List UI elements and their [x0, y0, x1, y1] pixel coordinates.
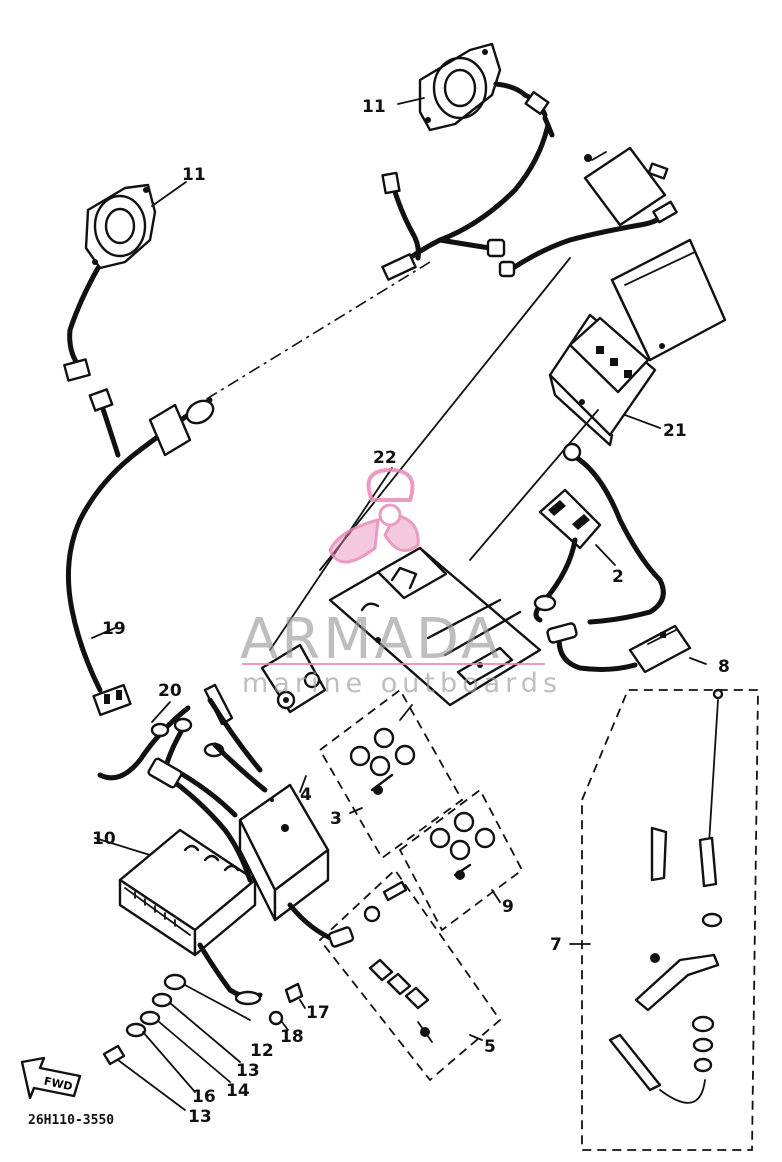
callout-11-top: 11 [362, 97, 386, 117]
harness-centerline [204, 261, 431, 401]
armada-watermark: ARMADA marine outboards [240, 467, 562, 699]
part-10-rectifier [94, 828, 257, 957]
callout-22: 22 [373, 448, 397, 468]
lower-wire-lead [197, 942, 263, 1006]
callout-14: 14 [226, 1081, 250, 1101]
part-8-switch [546, 622, 707, 674]
part-21-box [548, 313, 661, 447]
cable-clamp-plate [260, 643, 327, 714]
watermark-subtitle: marine outboards [242, 668, 562, 699]
callout-20: 20 [158, 681, 182, 701]
group-9-box [398, 788, 524, 932]
central-mount-plate [328, 546, 542, 707]
control-box-cover [610, 238, 727, 362]
callout-7: 7 [550, 935, 562, 955]
speaker-top [397, 42, 550, 132]
callout-12: 12 [250, 1041, 274, 1061]
fwd-arrow-icon: FWD [20, 1056, 82, 1100]
callout-labels: 11 11 21 22 2 19 8 20 4 3 10 9 7 5 17 18… [92, 97, 730, 1127]
speaker-left [63, 181, 187, 382]
upper-harness [381, 115, 673, 281]
bracket-top-right [583, 146, 678, 227]
propeller-logo-icon [328, 467, 420, 564]
fwd-label: FWD [43, 1075, 74, 1094]
callout-16: 16 [192, 1087, 216, 1107]
callout-18: 18 [280, 1027, 304, 1047]
callout-13-lower: 13 [188, 1107, 212, 1127]
group-7-box [569, 688, 759, 1151]
callout-8: 8 [718, 657, 730, 677]
callout-5: 5 [484, 1037, 496, 1057]
callout-19: 19 [102, 619, 126, 639]
callout-13-upper: 13 [236, 1061, 260, 1081]
part-2-switch [533, 442, 666, 625]
harness-19 [65, 388, 215, 717]
callout-4: 4 [300, 785, 312, 805]
drawing-code: 26H110-3550 [28, 1113, 114, 1128]
part-4-cdi-unit [238, 775, 355, 948]
group-5-box [318, 868, 502, 1082]
group-3-box [318, 688, 464, 860]
small-hardware-stack [102, 973, 306, 1111]
callout-3: 3 [330, 809, 342, 829]
watermark-title: ARMADA [240, 607, 502, 672]
callout-9: 9 [502, 897, 514, 917]
callout-2: 2 [612, 567, 624, 587]
wire-bundle-center [147, 697, 268, 883]
callout-21: 21 [663, 421, 687, 441]
callout-11-left: 11 [182, 165, 206, 185]
callout-10: 10 [92, 829, 116, 849]
callout-17: 17 [306, 1003, 330, 1023]
